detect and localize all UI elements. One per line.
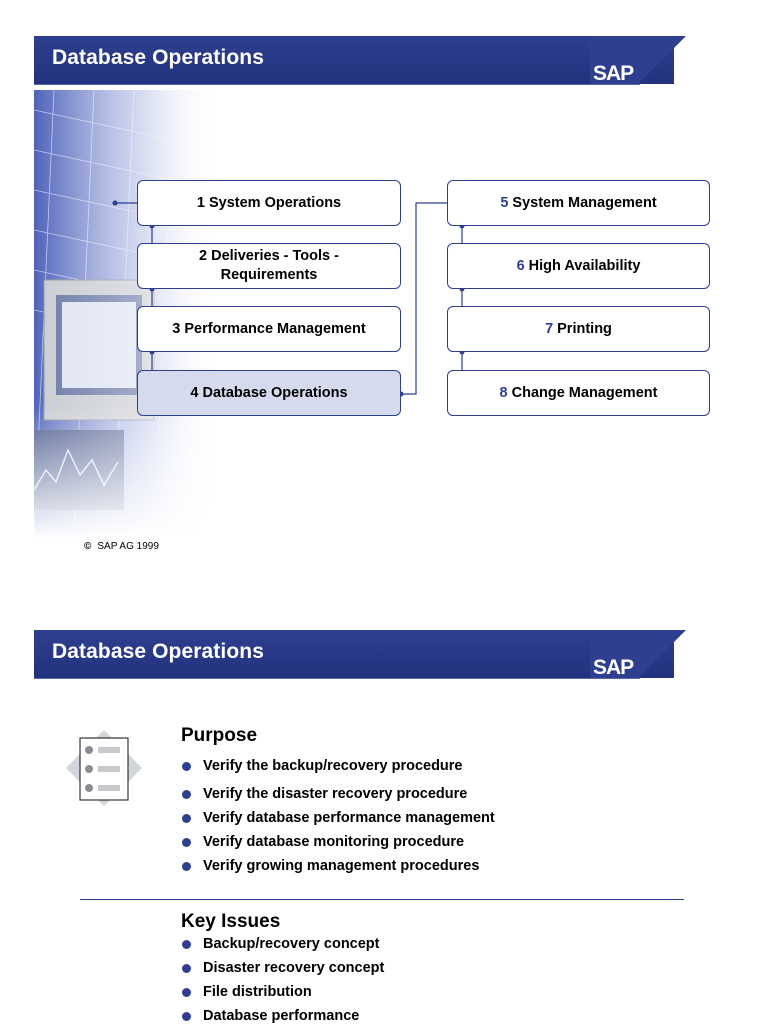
flow-box-label: Printing (557, 320, 612, 337)
slide2-title: Database Operations (52, 640, 264, 663)
checklist-icon (64, 726, 144, 808)
purpose-title: Purpose (181, 725, 258, 746)
copyright: © SAP AG 1999 (84, 541, 159, 552)
flow-box-number: 4 (190, 384, 199, 401)
list-item: Database performance (181, 1007, 384, 1026)
section-divider (80, 899, 684, 900)
flow-box-system-operations[interactable]: 1 System Operations (137, 180, 401, 226)
flow-box-database-operations[interactable]: 4 Database Operations (137, 370, 401, 416)
flow-box-number: 2 (199, 248, 208, 264)
flow-box-number: 1 (196, 194, 205, 211)
flow-box-performance-management[interactable]: 3 Performance Management (137, 306, 401, 352)
flow-box-number: 3 (172, 320, 181, 337)
flow-box-label: System Management (512, 194, 657, 211)
flow-box-system-management[interactable]: 5 System Management (447, 180, 710, 226)
flow-box-label: System Operations (208, 194, 342, 211)
flow-box-printing[interactable]: 7 Printing (447, 306, 710, 352)
key-issues-title: Key Issues (181, 911, 281, 932)
sap-logo-text: SAP (593, 62, 634, 84)
slide1-header: Database Operations (34, 36, 674, 84)
sap-logo-text: SAP (593, 656, 634, 678)
flow-box-number: 5 (500, 194, 509, 211)
copyright-symbol: © (84, 541, 92, 552)
flow-box-high-availability[interactable]: 6 High Availability (447, 243, 710, 289)
flow-box-number: 7 (545, 320, 554, 337)
slide2-header: Database Operations (34, 630, 674, 678)
slide2-header-line (34, 678, 640, 679)
slide1-title: Database Operations (52, 46, 264, 69)
flow-box-label: Performance Management (184, 320, 366, 337)
flow-box-change-management[interactable]: 8 Change Management (447, 370, 710, 416)
flow-box-number: 6 (516, 257, 525, 274)
flow-box-label: Database Operations (202, 384, 348, 401)
decorative-collage (34, 90, 219, 538)
copyright-text: SAP AG 1999 (97, 541, 159, 552)
list-item: File distribution (181, 983, 384, 1002)
flow-box-label-text: Deliveries - Tools - Requirements (211, 248, 339, 283)
flow-box-label: High Availability (528, 257, 641, 274)
key-issues-list: Backup/recovery concept Disaster recover… (181, 935, 384, 1026)
list-item: Verify the backup/recovery procedure (181, 757, 495, 776)
list-item: Verify database performance management (181, 809, 495, 828)
list-item: Verify the disaster recovery procedure (181, 785, 495, 804)
slide1-header-line (34, 84, 640, 85)
sap-logo: SAP (590, 630, 686, 678)
flow-box-label: Change Management (511, 384, 658, 401)
list-item: Verify growing management procedures (181, 857, 495, 876)
list-item: Backup/recovery concept (181, 935, 384, 954)
sap-logo: SAP (590, 36, 686, 84)
list-item: Disaster recovery concept (181, 959, 384, 978)
purpose-list: Verify the backup/recovery procedure Ver… (181, 757, 495, 876)
list-item: Verify database monitoring procedure (181, 833, 495, 852)
flow-box-number: 8 (499, 384, 508, 401)
